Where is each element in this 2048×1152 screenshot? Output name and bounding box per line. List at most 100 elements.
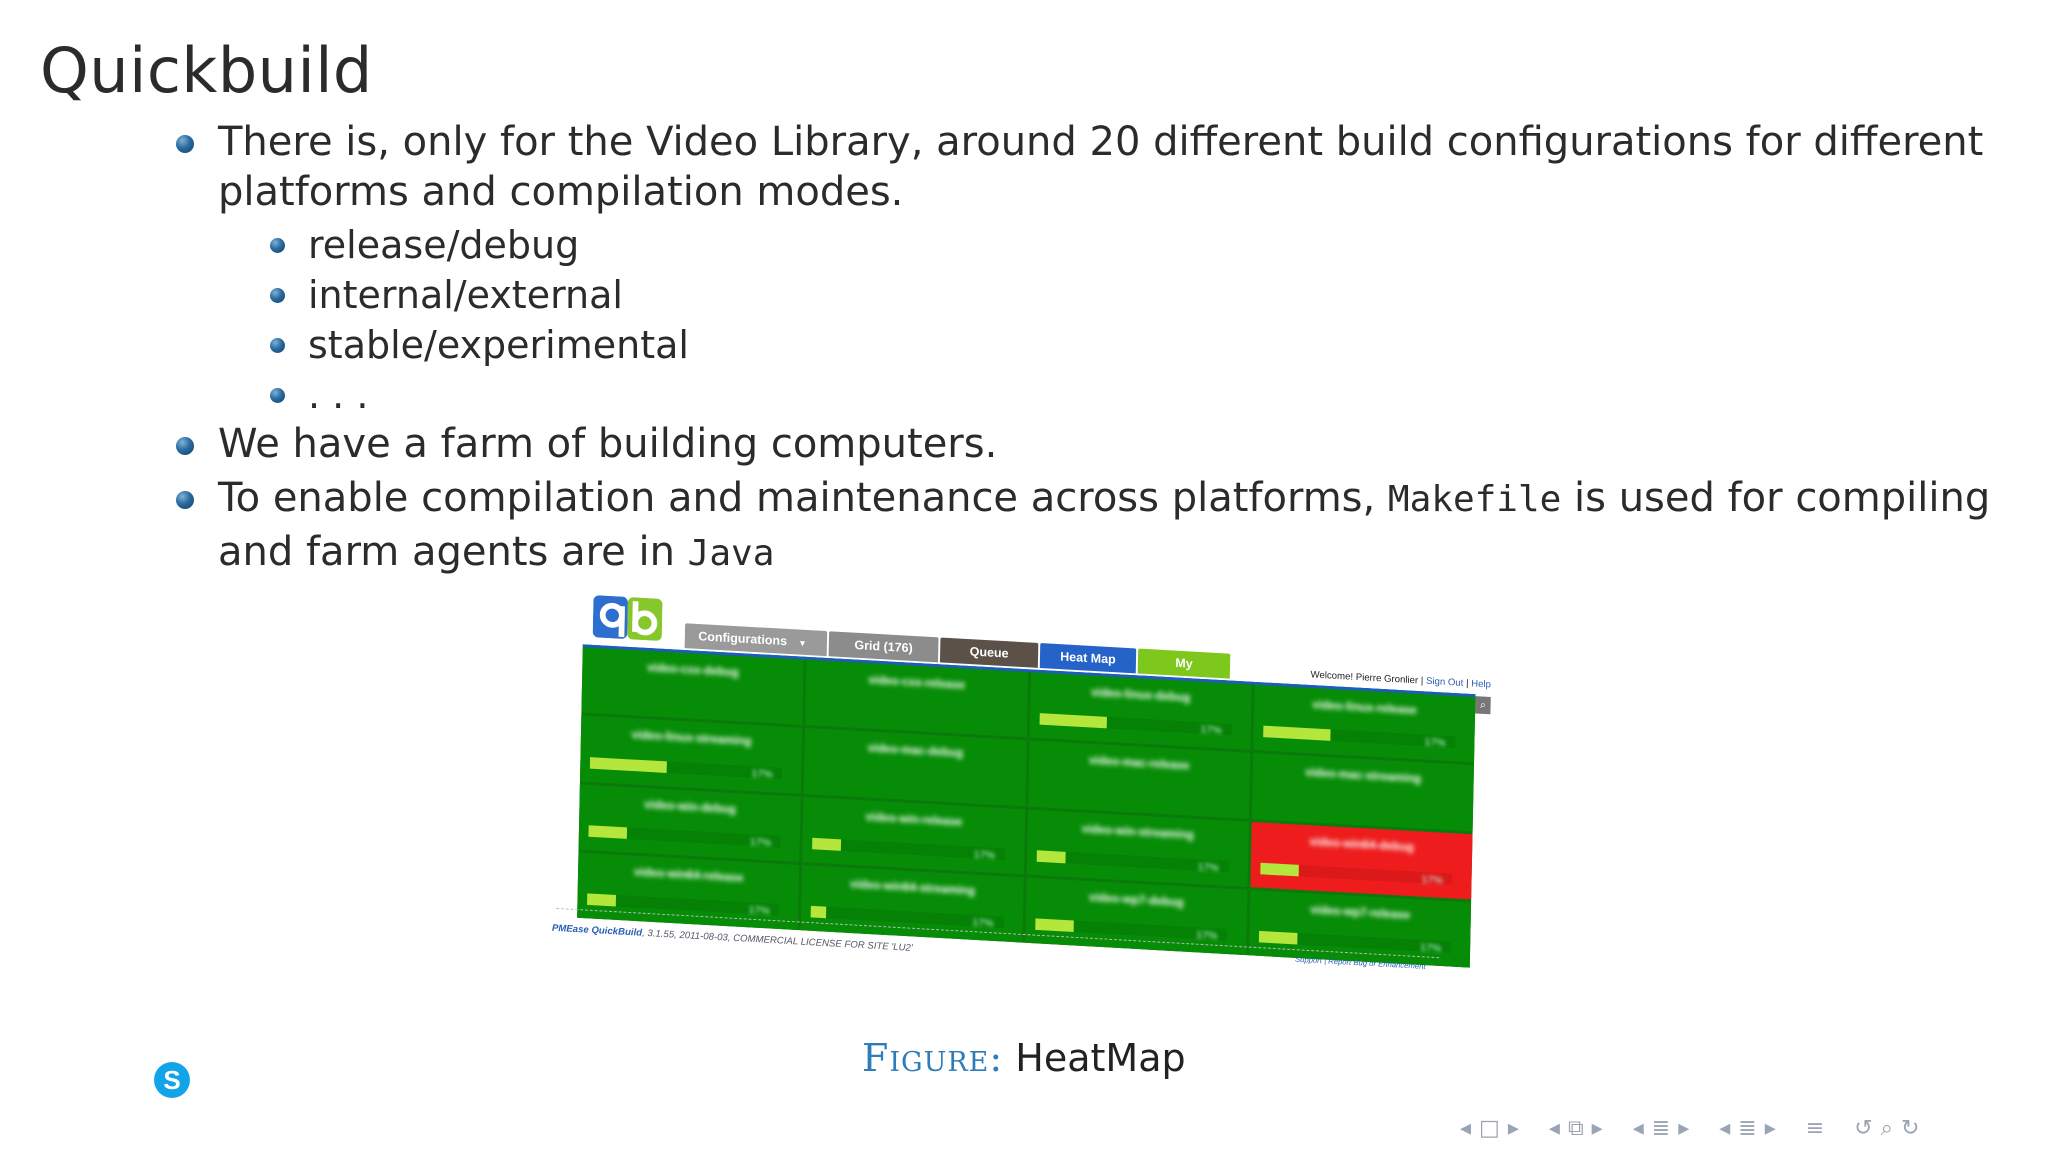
heatmap-cell-progress-fill xyxy=(810,905,827,919)
heatmap-cell-progress-fill xyxy=(1034,918,1074,933)
sub-bullet-4: . . . xyxy=(308,373,369,417)
footer-brand[interactable]: PMEase QuickBuild xyxy=(551,923,643,939)
heatmap-cell-name: video-win-streaming xyxy=(1081,821,1194,842)
bullet-3-line-1: To enable compilation and maintenance ac… xyxy=(218,478,1990,518)
nav-subsection-right-icon[interactable]: ▸ xyxy=(1591,1115,1603,1141)
heatmap-cell-name: video-cxx-debug xyxy=(647,660,739,680)
tab-my[interactable]: My xyxy=(1137,648,1231,679)
heatmap-grid: video-cxx-debug video-cxx-release video-li… xyxy=(577,644,1476,968)
nav-subsection-left-icon[interactable]: ◂ xyxy=(1548,1115,1560,1141)
nav-subsection-icon[interactable]: ⧉ xyxy=(1567,1115,1584,1141)
nav-frame-right-icon[interactable]: ▸ xyxy=(1507,1115,1519,1141)
quickbuild-logo-icon xyxy=(592,595,663,641)
java-code: Java xyxy=(687,533,775,574)
tab-grid[interactable]: Grid (176) xyxy=(828,631,939,663)
bullet-3-text-post: is used for compiling xyxy=(1561,475,1991,521)
heatmap-cell-name: video-linux-debug xyxy=(1090,685,1191,705)
heatmap-cell-percent: 17% xyxy=(972,916,994,930)
heatmap-cell-progress-fill xyxy=(586,893,617,907)
heatmap-cell-percent: 17% xyxy=(748,904,770,917)
heatmap-cell[interactable]: video-win64-debug 17% xyxy=(1250,821,1473,900)
sign-out-link[interactable]: Sign Out xyxy=(1425,676,1464,689)
heatmap-cell-percent: 17% xyxy=(1197,860,1219,874)
heatmap-cell[interactable]: video-mac-debug xyxy=(803,728,1027,806)
heatmap-cell[interactable]: video-cxx-debug xyxy=(581,647,804,726)
nav-search-icon[interactable]: ⌕ xyxy=(1880,1115,1893,1141)
nav-section-left-icon[interactable]: ◂ xyxy=(1632,1115,1644,1141)
bullet-3-text-pre: To enable compilation and maintenance ac… xyxy=(218,475,1388,521)
heatmap-cell[interactable]: video-wp7-release 17% xyxy=(1248,889,1472,968)
heatmap-cell[interactable]: video-linux-debug 17% xyxy=(1029,672,1252,751)
sub-bullet-icon xyxy=(270,388,285,403)
heatmap-cell-name: video-win-debug xyxy=(644,797,736,816)
nav-section-icon[interactable]: ≣ xyxy=(1651,1115,1671,1141)
heatmap-cell-name: video-wp7-release xyxy=(1310,902,1411,922)
heatmap-cell-name: video-mac-debug xyxy=(867,741,964,760)
quickbuild-screenshot: Configurations ▼ Grid (176) Queue Heat M… xyxy=(546,581,1494,988)
heatmap-cell-name: video-win64-debug xyxy=(1309,834,1414,854)
nav-section-right-icon[interactable]: ▸ xyxy=(1678,1115,1690,1141)
nav-frame-icon[interactable]: □ xyxy=(1479,1115,1500,1141)
heatmap-cell-name: video-linux-release xyxy=(1312,697,1417,717)
nav-undo-icon[interactable]: ↺ xyxy=(1854,1115,1873,1141)
heatmap-cell-name: video-mac-release xyxy=(1088,753,1190,773)
nav-toc-icon[interactable]: ≡ xyxy=(1805,1115,1825,1141)
skype-icon[interactable]: S xyxy=(154,1062,190,1098)
nav-frame-left-icon[interactable]: ◂ xyxy=(1460,1115,1472,1141)
caption-label: Figure: xyxy=(862,1036,1004,1080)
heatmap-cell-progress-fill xyxy=(1260,862,1299,877)
nav-redo-icon[interactable]: ↻ xyxy=(1900,1115,1920,1141)
heatmap-cell-name: video-win-release xyxy=(865,809,963,829)
nav-doc-left-icon[interactable]: ◂ xyxy=(1719,1115,1731,1141)
heatmap-cell-name: video-win64-release xyxy=(633,864,744,885)
heatmap-cell-progress-fill xyxy=(812,837,842,851)
heatmap-cell-name: video-win64-streaming xyxy=(849,877,976,898)
slide-title: Quickbuild xyxy=(40,34,373,107)
bullet-icon xyxy=(176,491,194,509)
bullet-2-line-1: We have a farm of building computers. xyxy=(218,421,998,467)
bullet-3-line-2-pre: and farm agents are in xyxy=(218,529,688,575)
bullet-3-line-2: and farm agents are in Java xyxy=(218,532,774,572)
heatmap-cell-percent: 17% xyxy=(1200,724,1222,737)
sub-bullet-3: stable/experimental xyxy=(308,323,689,367)
sub-bullet-icon xyxy=(270,338,285,353)
heatmap-cell-progress-fill xyxy=(589,756,667,773)
heatmap-cell-percent: 17% xyxy=(973,848,996,862)
heatmap-cell-name: video-mac-streaming xyxy=(1305,765,1422,786)
tab-configurations-label: Configurations xyxy=(698,628,788,649)
heatmap-cell[interactable]: video-win64-release 17% xyxy=(577,852,800,931)
bullet-icon xyxy=(176,437,194,455)
sub-bullet-icon xyxy=(270,238,285,253)
tab-heat-map[interactable]: Heat Map xyxy=(1039,643,1137,674)
heatmap-cell[interactable]: video-mac-release xyxy=(1027,740,1251,819)
heatmap-cell-percent: 17% xyxy=(1196,929,1218,942)
bullet-icon xyxy=(176,135,194,153)
heatmap-cell-progress-fill xyxy=(588,824,628,839)
heatmap-cell-percent: 17% xyxy=(1420,941,1442,955)
makefile-code: Makefile xyxy=(1387,479,1562,520)
heatmap-cell[interactable]: video-win64-streaming 17% xyxy=(800,864,1024,943)
welcome-text: Welcome! Pierre Gronlier xyxy=(1310,669,1419,687)
heatmap-cell[interactable]: video-cxx-release xyxy=(805,659,1028,738)
nav-doc-icon[interactable]: ≣ xyxy=(1738,1115,1757,1141)
heatmap-cell-percent: 17% xyxy=(1421,873,1443,887)
beamer-navigation: ◂ □ ▸ ◂ ⧉ ▸ ◂ ≣ ▸ ◂ ≣ ▸ ≡ ↺ ⌕ ↻ xyxy=(1456,1115,1923,1141)
search-icon[interactable]: ⌕ xyxy=(1475,696,1491,715)
heatmap-cell[interactable]: video-win-streaming 17% xyxy=(1026,808,1249,887)
heatmap-cell-progress-fill xyxy=(1258,930,1298,945)
heatmap-cell-name: video-cxx-release xyxy=(868,672,966,692)
nav-doc-right-icon[interactable]: ▸ xyxy=(1764,1115,1776,1141)
heatmap-cell[interactable]: video-win-release 17% xyxy=(802,796,1025,875)
heatmap-cell[interactable]: video-mac-streaming xyxy=(1251,753,1474,831)
help-link[interactable]: Help xyxy=(1471,678,1492,691)
tab-queue[interactable]: Queue xyxy=(939,637,1039,668)
heatmap-figure: Configurations ▼ Grid (176) Queue Heat M… xyxy=(530,595,1530,980)
sub-bullet-icon xyxy=(270,288,285,303)
support-link[interactable]: Support xyxy=(1294,954,1323,966)
chevron-down-icon: ▼ xyxy=(798,638,807,649)
heatmap-cell-name: video-linux-streaming xyxy=(631,728,752,749)
